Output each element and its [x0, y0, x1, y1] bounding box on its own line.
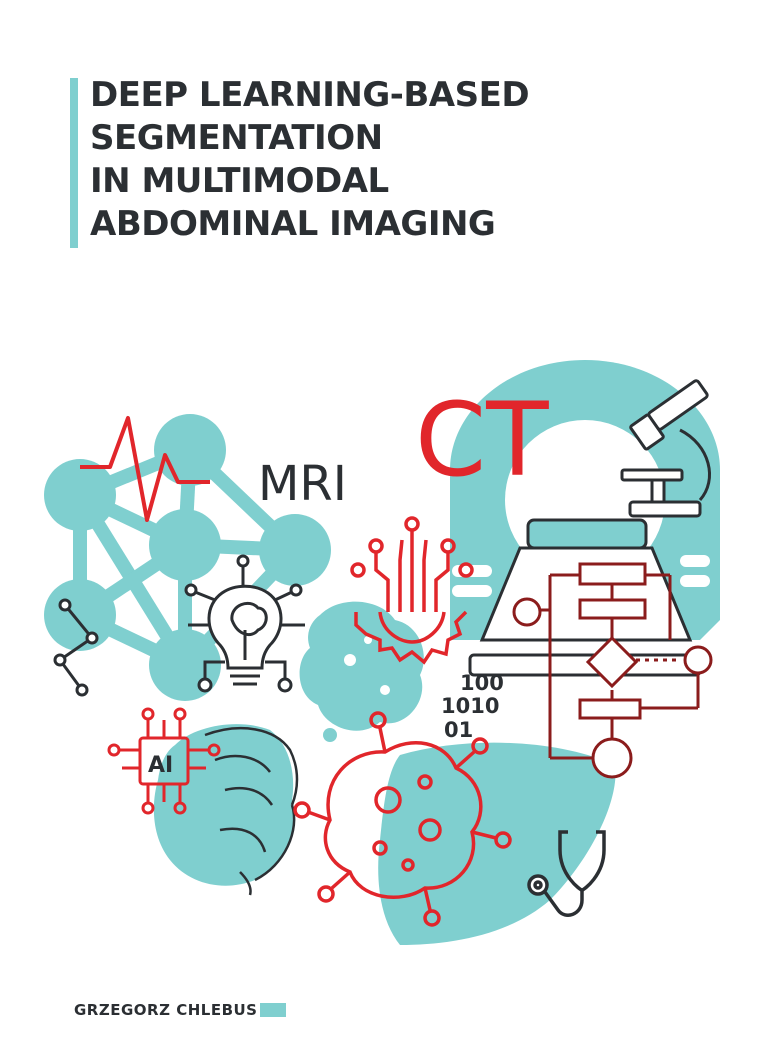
binary-line-2: 1010: [441, 694, 499, 718]
graph-icon: [53, 598, 99, 697]
gear-circuit-icon: [350, 516, 474, 665]
title-line-4: ABDOMINAL IMAGING: [90, 204, 496, 244]
title-line-1: DEEP LEARNING-BASED: [90, 75, 530, 115]
virus-icon: [293, 711, 512, 927]
heartbeat-icon: [80, 416, 210, 522]
ct-label: CT: [415, 381, 549, 500]
ai-chip-icon: AI: [107, 707, 221, 815]
book-title: DEEP LEARNING-BASED SEGMENTATION IN MULT…: [90, 74, 710, 246]
title-accent-bar: [70, 78, 78, 248]
mri-label: MRI: [258, 456, 347, 512]
author-name: GRZEGORZ CHLEBUS: [74, 1001, 258, 1019]
stethoscope-icon: [527, 830, 606, 917]
flowchart-icon: [512, 562, 713, 779]
binary-line-3: 01: [444, 718, 473, 742]
title-line-3: IN MULTIMODAL: [90, 161, 389, 201]
cover-illustration: MRI CT: [44, 360, 720, 945]
microscope-icon: [620, 379, 711, 518]
ai-label: AI: [148, 753, 173, 778]
title-line-2: SEGMENTATION: [90, 118, 383, 158]
author-row: GRZEGORZ CHLEBUS: [74, 1000, 287, 1020]
cell-blob-icon: [299, 601, 424, 742]
binary-line-1: 100: [460, 671, 504, 695]
lightbulb-brain-icon: [184, 554, 305, 693]
author-accent-block: [260, 1003, 287, 1017]
